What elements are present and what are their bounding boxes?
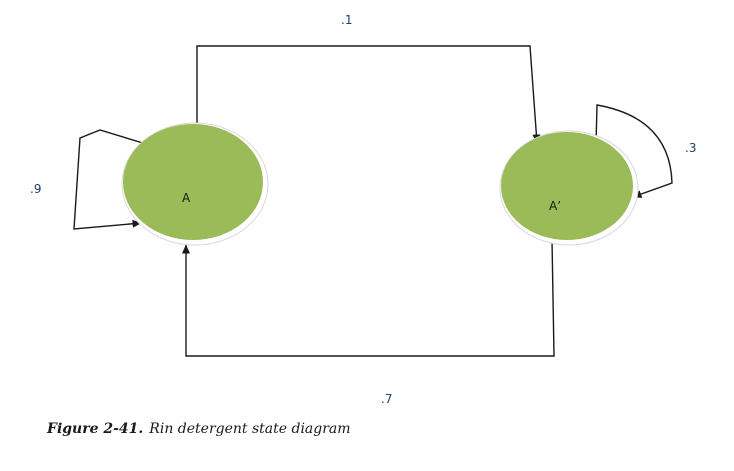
figure-title: Rin detergent state diagram: [149, 421, 351, 437]
state-a-body: [123, 124, 263, 240]
label-aprime-to-a: .7: [381, 392, 392, 406]
state-aprime: A’: [499, 130, 639, 246]
edge-aprime-self-loop: [595, 104, 673, 198]
figure-number: Figure 2-41.: [47, 421, 144, 437]
edge-a-to-aprime: [196, 45, 541, 144]
state-a: A: [121, 122, 269, 246]
label-aprime-self-loop: .3: [685, 141, 696, 155]
state-a-label: A: [182, 191, 191, 205]
edge-a-self-loop: [73, 129, 147, 230]
figure-caption: Figure 2-41. Rin detergent state diagram: [47, 421, 351, 437]
edge-aprime-to-a: [182, 239, 555, 357]
state-aprime-body: [501, 132, 633, 240]
label-a-to-aprime: .1: [341, 13, 352, 27]
state-aprime-label: A’: [549, 199, 561, 213]
label-a-self-loop: .9: [30, 182, 41, 196]
